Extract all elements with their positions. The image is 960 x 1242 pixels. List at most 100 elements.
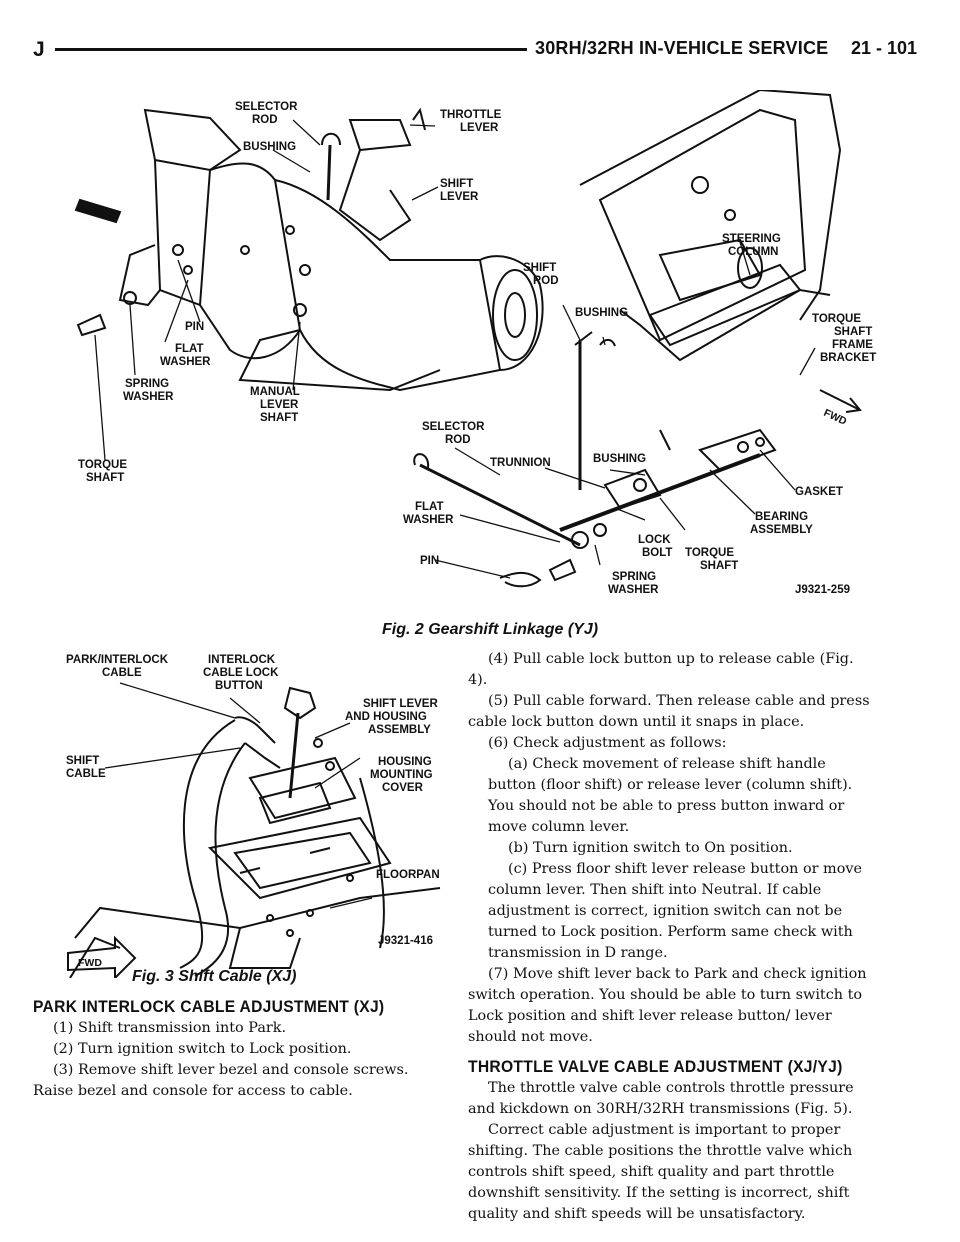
label-shift-cable: SHIFT — [66, 755, 99, 767]
right-column: (4) Pull cable lock button up to release… — [468, 649, 876, 1225]
label-gasket: GASKET — [795, 486, 843, 498]
label-housing-mounting-cover-2: MOUNTING — [370, 769, 433, 781]
label-bearing-assembly: BEARING — [755, 511, 808, 523]
label-interlock-cable-lock: INTERLOCK — [208, 654, 276, 666]
label-selector-rod: SELECTOR — [235, 101, 298, 113]
step-4: (4) Pull cable lock button up to release… — [468, 651, 854, 688]
label-bushing-c: BUSHING — [593, 453, 646, 465]
extension-housing — [479, 255, 544, 371]
pin-2-part — [499, 572, 542, 588]
park-interlock-cable-line — [179, 719, 236, 969]
label-flat-washer-b: FLAT — [415, 501, 444, 513]
shift-cable-illustration: PARK/INTERLOCK CABLE INTERLOCK CABLE LOC… — [66, 654, 441, 978]
label-torque-shaft-frame-bracket: TORQUE — [812, 313, 861, 325]
selector-rod-2-part — [419, 463, 581, 547]
label-bushing-b: BUSHING — [575, 307, 628, 319]
label-pin-b: PIN — [420, 555, 439, 567]
label-tsfb-3: FRAME — [832, 339, 873, 351]
label-shift-cable-2: CABLE — [66, 768, 106, 780]
shift-handle-part — [283, 686, 317, 720]
label-bearing-assembly-2: ASSEMBLY — [750, 524, 813, 536]
label-manual-lever-shaft: MANUAL — [250, 386, 300, 398]
label-spring-washer: SPRING — [125, 378, 169, 390]
step-6a: (a) Check movement of release shift hand… — [488, 756, 853, 835]
step-5: (5) Pull cable forward. Then release cab… — [468, 693, 870, 730]
fwd-arrow-box-icon — [67, 935, 137, 978]
figure-id: J9321-259 — [795, 584, 850, 596]
label-steering-column: STEERING — [722, 233, 781, 245]
header-rule — [55, 48, 527, 51]
left-column: PARK INTERLOCK CABLE ADJUSTMENT (XJ) (1)… — [33, 996, 453, 1102]
label-trunnion: TRUNNION — [490, 457, 551, 469]
transmission-case — [274, 179, 502, 392]
section-heading-throttle-valve: THROTTLE VALVE CABLE ADJUSTMENT (XJ/YJ) — [468, 1057, 843, 1076]
step-2: (2) Turn ignition switch to Lock positio… — [53, 1041, 352, 1057]
step-6: (6) Check adjustment as follows: — [488, 735, 727, 751]
label-torque-shaft-2: SHAFT — [86, 472, 124, 484]
gearshift-linkage-illustration: SELECTOR ROD THROTTLE LEVER BUSHING SHIF… — [74, 90, 876, 596]
label-shift-rod-2: ROD — [533, 275, 559, 287]
figure-shift-cable: PARK/INTERLOCK CABLE INTERLOCK CABLE LOC… — [60, 648, 460, 978]
label-torque-shaft-b: TORQUE — [685, 547, 734, 559]
step-1: (1) Shift transmission into Park. — [53, 1020, 287, 1036]
label-fwd-fig3: FWD — [78, 957, 102, 969]
steering-column-part — [658, 238, 762, 302]
label-torque-shaft: TORQUE — [78, 459, 127, 471]
label-steering-column-2: COLUMN — [728, 246, 778, 258]
manual-lever-shaft-part — [293, 303, 307, 317]
label-throttle-lever: THROTTLE — [440, 109, 502, 121]
bearing-assembly-part — [698, 428, 777, 472]
label-spring-washer-2: WASHER — [123, 391, 174, 403]
torque-shaft-frame-bracket — [648, 263, 802, 347]
figure-gearshift-linkage: SELECTOR ROD THROTTLE LEVER BUSHING SHIF… — [60, 90, 890, 615]
flat-washer-2-part — [571, 531, 589, 549]
label-fwd: FWD — [85, 203, 112, 222]
label-shift-rod: SHIFT — [523, 262, 556, 274]
interlock-cable-lock-part — [234, 716, 276, 744]
label-shift-lever-housing-3: ASSEMBLY — [368, 724, 431, 736]
label-selector-rod-b-2: ROD — [445, 434, 471, 446]
step-7: (7) Move shift lever back to Park and ch… — [468, 966, 867, 1045]
label-shift-lever-2: LEVER — [440, 191, 479, 203]
label-housing-mounting-cover: HOUSING — [378, 756, 432, 768]
label-torque-shaft-b-2: SHAFT — [700, 560, 738, 572]
label-shift-lever-housing-2: AND HOUSING — [345, 711, 427, 723]
label-interlock-cable-lock-2: CABLE LOCK — [203, 667, 279, 679]
step-6c: (c) Press floor shift lever release butt… — [488, 861, 863, 961]
label-selector-rod-2: ROD — [252, 114, 278, 126]
transmission-top-housing — [143, 108, 242, 172]
label-pin: PIN — [185, 321, 204, 333]
step-6b: (b) Turn ignition switch to On position. — [508, 840, 793, 856]
bell-housing — [199, 162, 302, 360]
label-spring-washer-b: SPRING — [612, 571, 656, 583]
shift-lever-part — [338, 149, 412, 242]
torque-shaft-bracket — [118, 244, 161, 307]
fwd-arrow2-icon — [819, 389, 862, 413]
step-3: (3) Remove shift lever bezel and console… — [33, 1062, 409, 1099]
selector-rod-part — [326, 144, 332, 201]
paragraph-throttle-2: Correct cable adjustment is important to… — [468, 1122, 853, 1222]
label-tsfb-4: BRACKET — [820, 352, 876, 364]
page-number: 21 - 101 — [850, 38, 917, 58]
label-lock-bolt: LOCK — [638, 534, 671, 546]
shift-lever-housing-part — [248, 756, 357, 820]
label-floorpan: FLOORPAN — [376, 869, 440, 881]
label-throttle-lever-2: LEVER — [460, 122, 499, 134]
label-fwd-2: FWD — [822, 407, 849, 428]
label-spring-washer-b-2: WASHER — [608, 584, 659, 596]
label-lock-bolt-2: BOLT — [642, 547, 672, 559]
label-flat-washer-2: WASHER — [160, 356, 211, 368]
throttle-lever-part — [348, 119, 412, 152]
fwd-arrow-icon — [74, 198, 122, 224]
label-selector-rod-b: SELECTOR — [422, 421, 485, 433]
paragraph-throttle-1: The throttle valve cable controls thrott… — [468, 1080, 854, 1117]
label-manual-lever-shaft-3: SHAFT — [260, 412, 298, 424]
shift-cable-line — [194, 742, 246, 977]
label-flat-washer-b-2: WASHER — [403, 514, 454, 526]
trunnion-part — [603, 468, 662, 510]
label-tsfb-2: SHAFT — [834, 326, 872, 338]
label-shift-lever: SHIFT — [440, 178, 473, 190]
housing-mounting-cover-part — [207, 816, 392, 900]
label-bushing-a: BUSHING — [243, 141, 296, 153]
torque-shaft-end — [76, 313, 107, 337]
